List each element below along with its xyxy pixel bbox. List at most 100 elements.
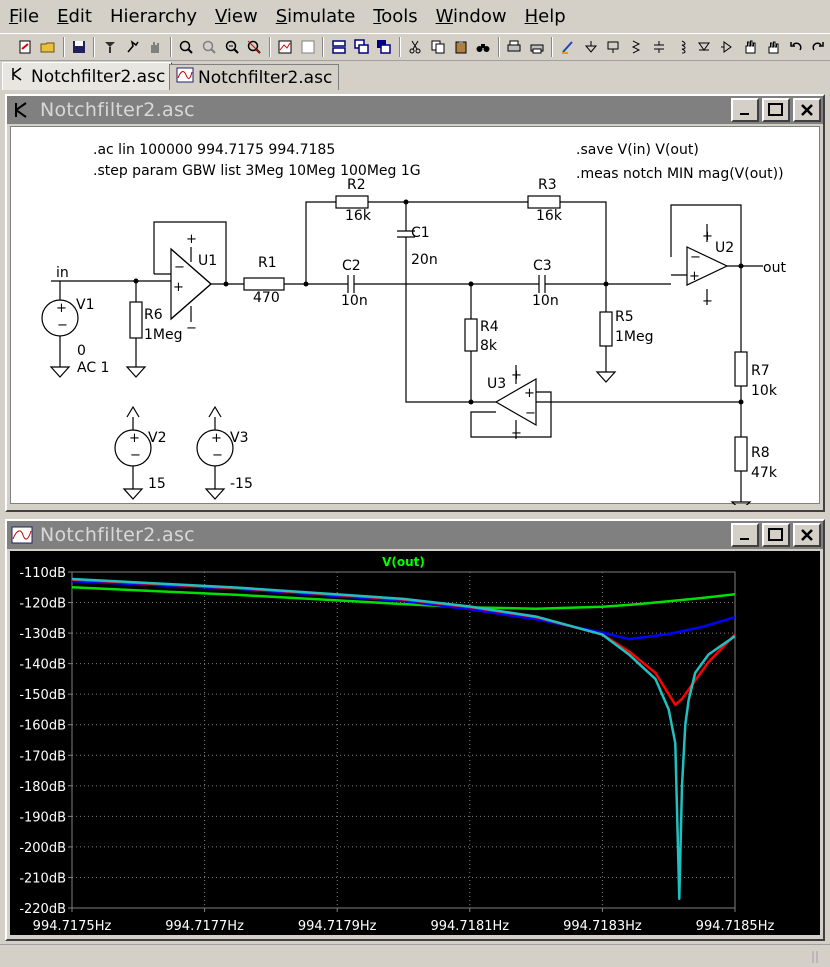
c3-name: C3 — [533, 258, 552, 274]
menu-edit-label: dit — [68, 6, 92, 27]
autorange-icon[interactable] — [274, 36, 297, 58]
paste-icon[interactable] — [449, 36, 472, 58]
open-folder-icon[interactable] — [37, 36, 60, 58]
find-binoculars-icon[interactable] — [472, 36, 495, 58]
component-icon[interactable] — [716, 36, 739, 58]
resistor-icon[interactable] — [625, 36, 648, 58]
maximize-button[interactable] — [762, 523, 790, 547]
minimize-button[interactable] — [731, 98, 759, 122]
control-panel-icon[interactable] — [98, 36, 121, 58]
waveform-plot[interactable]: -110dB-120dB-130dB-140dB-150dB-160dB-170… — [10, 551, 820, 935]
directive-meas[interactable]: .meas notch MIN mag(V(out)) — [576, 166, 784, 182]
menu-view-label: iew — [226, 6, 258, 27]
toolbar-separator — [169, 37, 172, 57]
directive-ac[interactable]: .ac lin 100000 994.7175 994.7185 — [93, 142, 335, 158]
r7-value: 10k — [751, 383, 778, 399]
menu-edit[interactable]: Edit — [48, 6, 101, 27]
zoom-fit-icon[interactable] — [243, 36, 266, 58]
tile-vertical-icon[interactable] — [373, 36, 396, 58]
y-tick-label: -140dB — [19, 658, 66, 673]
print-setup-icon[interactable] — [503, 36, 526, 58]
redo-icon[interactable] — [807, 36, 830, 58]
y-tick-label: -130dB — [19, 627, 66, 642]
menu-help-label: elp — [538, 6, 566, 27]
menu-tools-mnemonic: T — [373, 6, 382, 27]
waveform-titlebar[interactable]: Notchfilter2.asc — [7, 521, 823, 549]
move-hand-icon[interactable] — [739, 36, 762, 58]
tab-waveform[interactable]: Notchfilter2.asc — [169, 64, 340, 90]
zoom-out-icon[interactable] — [220, 36, 243, 58]
print-icon[interactable] — [526, 36, 549, 58]
schematic-titlebar[interactable]: Notchfilter2.asc — [7, 96, 823, 124]
menu-file[interactable]: File — [0, 6, 48, 27]
drag-hand-icon[interactable] — [761, 36, 784, 58]
svg-text:+: + — [129, 431, 140, 446]
directive-step[interactable]: .step param GBW list 3Meg 10Meg 100Meg 1… — [93, 163, 421, 179]
waveform-window: Notchfilter2.asc -110dB-120dB-130dB-140d… — [5, 519, 825, 941]
r3-value: 16k — [536, 208, 563, 224]
menu-tools-label: ools — [381, 6, 418, 27]
r6-value: 1Meg — [144, 327, 183, 343]
menu-hierarchy[interactable]: Hierarchy — [101, 6, 206, 27]
net-label-out[interactable]: out — [763, 260, 786, 276]
new-schematic-icon[interactable] — [14, 36, 37, 58]
toolbar-separator — [398, 37, 401, 57]
toolbar-separator — [551, 37, 554, 57]
schematic-icon — [9, 65, 27, 88]
tab-waveform-label: Notchfilter2.asc — [198, 67, 333, 88]
x-tick-label: 994.7185Hz — [696, 919, 775, 934]
capacitor-icon[interactable] — [648, 36, 671, 58]
svg-text:+: + — [689, 269, 700, 284]
pan-icon[interactable] — [197, 36, 220, 58]
close-button[interactable] — [793, 523, 821, 547]
tile-horizontal-icon[interactable] — [327, 36, 350, 58]
c2-value: 10n — [341, 293, 368, 309]
c2-name: C2 — [342, 258, 361, 274]
y-tick-label: -210dB — [19, 871, 66, 886]
schematic-canvas[interactable]: +− +− +− −+ −+ +− +− +− +− .ac lin 10000… — [10, 126, 820, 511]
resize-grip-icon[interactable] — [810, 949, 824, 965]
menu-tools[interactable]: Tools — [364, 6, 426, 27]
menu-view[interactable]: View — [206, 6, 267, 27]
directive-save[interactable]: .save V(in) V(out) — [576, 142, 699, 158]
plot-frame — [71, 571, 736, 909]
zoom-in-icon[interactable] — [175, 36, 198, 58]
menu-simulate[interactable]: Simulate — [267, 6, 365, 27]
r4-name: R4 — [480, 319, 499, 335]
minimize-button[interactable] — [731, 523, 759, 547]
r4-value: 8k — [480, 338, 498, 354]
menu-window[interactable]: Window — [427, 6, 516, 27]
waveform-icon — [176, 66, 194, 89]
x-tick-label: 994.7177Hz — [165, 919, 244, 934]
menu-help-mnemonic: H — [524, 6, 539, 27]
halt-hand-icon[interactable] — [144, 36, 167, 58]
maximize-button[interactable] — [762, 98, 790, 122]
save-icon[interactable] — [68, 36, 91, 58]
net-label-in[interactable]: in — [56, 265, 69, 281]
svg-text:+: + — [524, 386, 535, 401]
schematic-icon — [10, 99, 34, 121]
draw-wire-icon[interactable] — [556, 36, 579, 58]
c1-name: C1 — [411, 225, 430, 241]
svg-text:−: − — [212, 448, 223, 463]
schematic-drawing: +− +− +− −+ −+ +− +− +− +− .ac lin 10000… — [41, 142, 786, 511]
status-bar — [0, 944, 830, 967]
r1-value: 470 — [253, 290, 280, 306]
label-net-icon[interactable] — [602, 36, 625, 58]
fft-icon[interactable] — [297, 36, 320, 58]
run-icon[interactable] — [121, 36, 144, 58]
copy-icon[interactable] — [427, 36, 450, 58]
v2-value: 15 — [148, 476, 166, 492]
tab-schematic[interactable]: Notchfilter2.asc — [2, 62, 173, 90]
y-tick-label: -180dB — [19, 780, 66, 795]
close-button[interactable] — [793, 98, 821, 122]
cascade-icon[interactable] — [350, 36, 373, 58]
svg-text:−: − — [702, 294, 713, 309]
menu-help[interactable]: Help — [516, 6, 575, 27]
ground-icon[interactable] — [579, 36, 602, 58]
diode-icon[interactable] — [693, 36, 716, 58]
inductor-icon[interactable] — [670, 36, 693, 58]
v2-name: V2 — [148, 430, 166, 446]
cut-icon[interactable] — [404, 36, 427, 58]
undo-icon[interactable] — [784, 36, 807, 58]
